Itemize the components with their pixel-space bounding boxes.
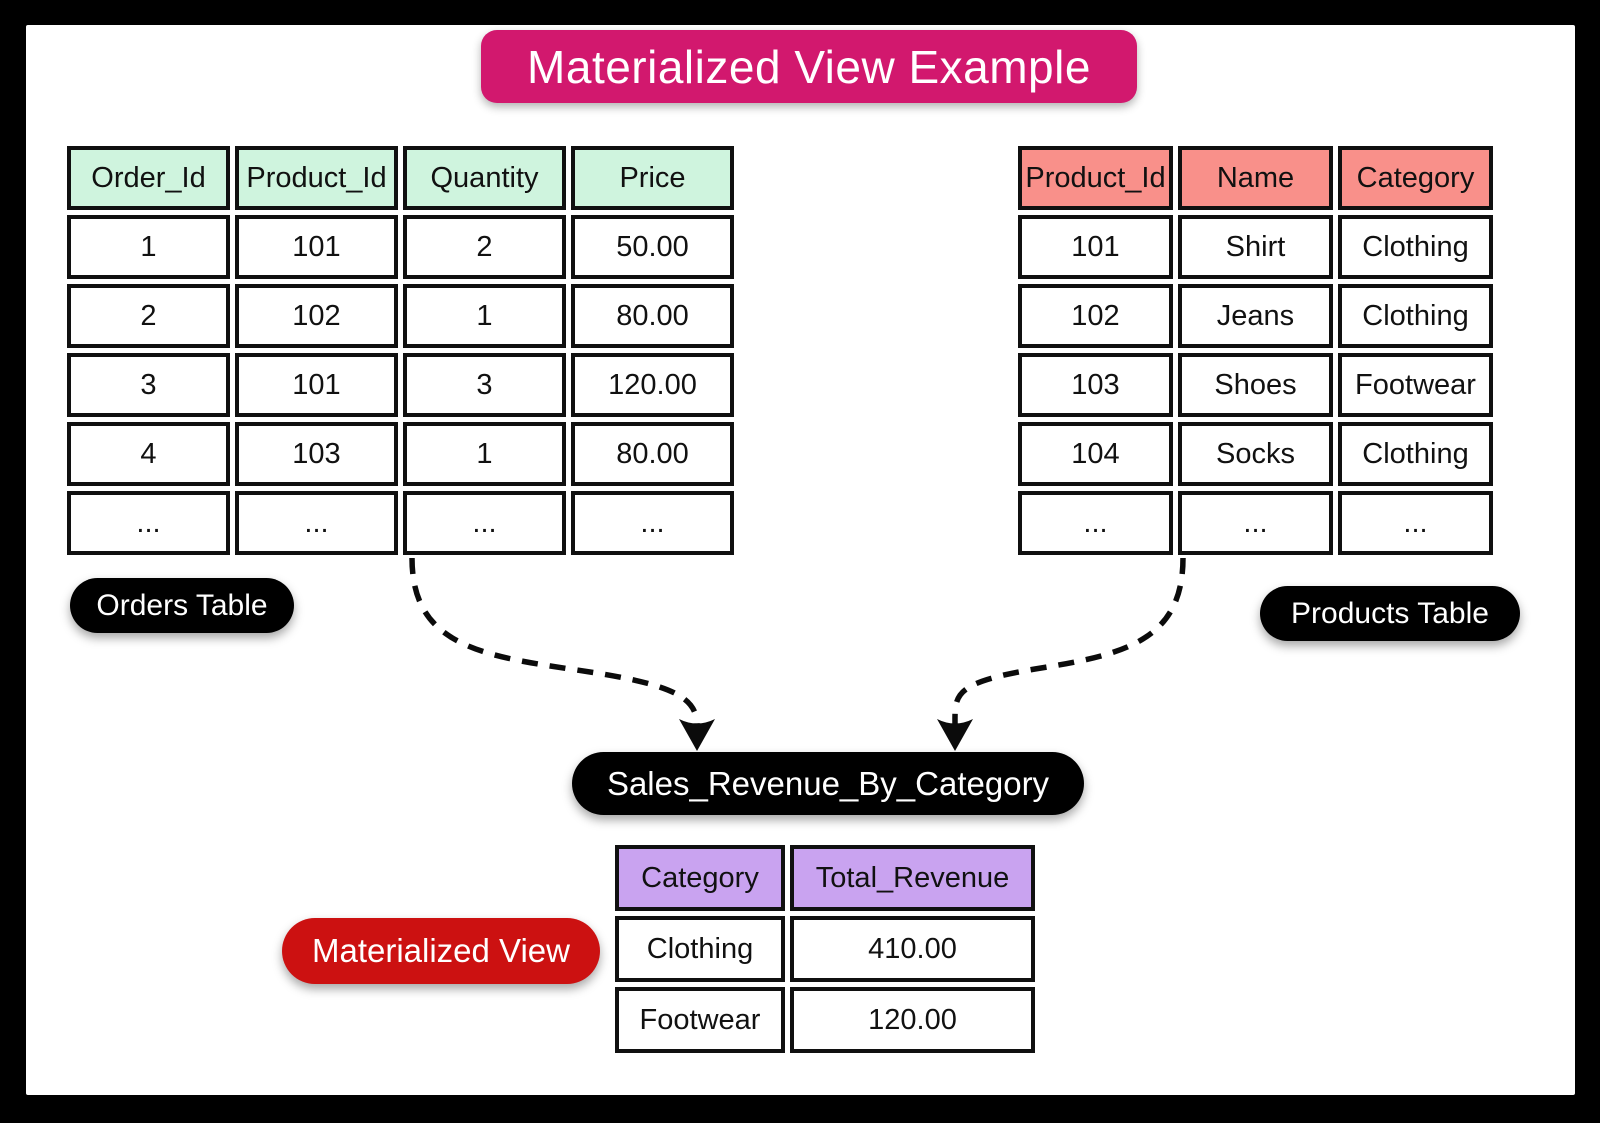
table-cell: Shoes [1178, 353, 1333, 417]
table-cell: 410.00 [790, 916, 1035, 982]
table-cell: 3 [403, 353, 566, 417]
table-cell: ... [1338, 491, 1493, 555]
table-cell: 1 [67, 215, 230, 279]
arrowhead-right-icon [937, 719, 973, 751]
table-cell: 1 [403, 284, 566, 348]
products-to-view-connector [952, 557, 1186, 726]
table-cell: 104 [1018, 422, 1173, 486]
column-header: Price [571, 146, 734, 210]
materialized-view-label: Materialized View [282, 918, 600, 984]
column-header: Product_Id [235, 146, 398, 210]
table-cell: Footwear [615, 987, 785, 1053]
orders-table-label: Orders Table [70, 578, 294, 633]
table-cell: 103 [235, 422, 398, 486]
column-header: Quantity [403, 146, 566, 210]
column-header: Category [615, 845, 785, 911]
products-table-label: Products Table [1260, 586, 1520, 641]
table-cell: ... [1178, 491, 1333, 555]
table-cell: Clothing [615, 916, 785, 982]
table-cell: 4 [67, 422, 230, 486]
arrowhead-left-icon [679, 719, 715, 751]
column-header: Order_Id [67, 146, 230, 210]
table-cell: ... [1018, 491, 1173, 555]
table-cell: Clothing [1338, 284, 1493, 348]
table-cell: Jeans [1178, 284, 1333, 348]
table-cell: 103 [1018, 353, 1173, 417]
table-cell: 1 [403, 422, 566, 486]
table-cell: 120.00 [790, 987, 1035, 1053]
column-header: Product_Id [1018, 146, 1173, 210]
table-cell: ... [235, 491, 398, 555]
table-cell: Footwear [1338, 353, 1493, 417]
table-cell: 101 [1018, 215, 1173, 279]
orders-to-view-connector [409, 557, 700, 726]
table-cell: 80.00 [571, 422, 734, 486]
table-cell: 80.00 [571, 284, 734, 348]
table-cell: ... [571, 491, 734, 555]
table-cell: Socks [1178, 422, 1333, 486]
table-cell: Clothing [1338, 215, 1493, 279]
table-cell: 102 [1018, 284, 1173, 348]
view-name-node: Sales_Revenue_By_Category [572, 752, 1084, 815]
table-cell: ... [403, 491, 566, 555]
table-cell: 2 [403, 215, 566, 279]
diagram-title: Materialized View Example [481, 30, 1137, 103]
column-header: Category [1338, 146, 1493, 210]
table-cell: Clothing [1338, 422, 1493, 486]
table-cell: ... [67, 491, 230, 555]
column-header: Total_Revenue [790, 845, 1035, 911]
table-cell: 50.00 [571, 215, 734, 279]
table-cell: 101 [235, 353, 398, 417]
table-cell: Shirt [1178, 215, 1333, 279]
table-cell: 102 [235, 284, 398, 348]
table-cell: 101 [235, 215, 398, 279]
table-cell: 120.00 [571, 353, 734, 417]
table-cell: 3 [67, 353, 230, 417]
table-cell: 2 [67, 284, 230, 348]
column-header: Name [1178, 146, 1333, 210]
